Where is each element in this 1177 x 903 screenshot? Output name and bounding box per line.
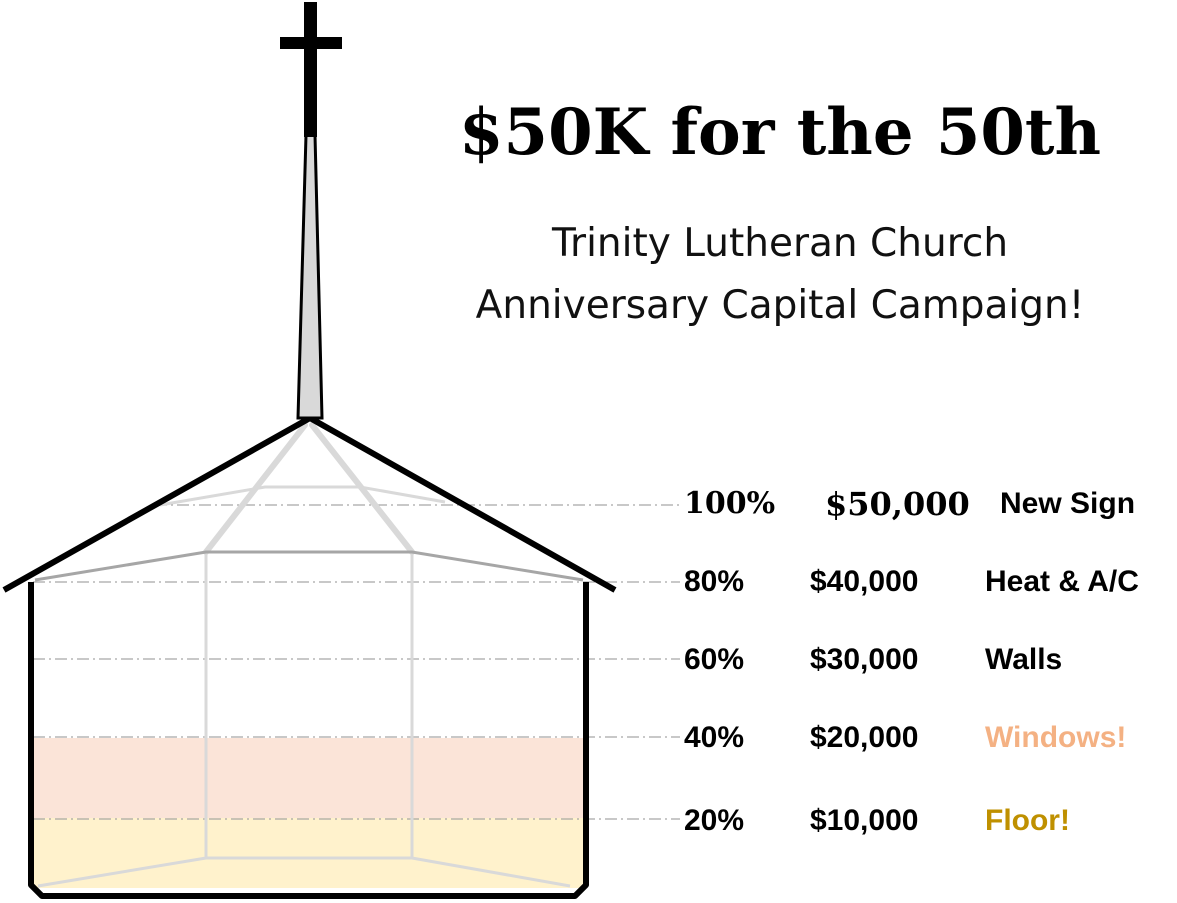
- milestone-percent: 60%: [684, 643, 745, 676]
- windows-fill: [33, 738, 586, 818]
- milestone-item: New Sign: [1000, 487, 1136, 520]
- milestone-amount: $40,000: [810, 565, 919, 598]
- milestone-amount: $10,000: [810, 804, 919, 837]
- roof-trusses: [203, 422, 415, 555]
- cross-horizontal: [280, 37, 342, 49]
- milestone-amount: $20,000: [810, 721, 919, 754]
- milestone-item: Heat & A/C: [985, 565, 1139, 598]
- milestone-amount: $30,000: [810, 643, 919, 676]
- milestone-60: 60% $30,000 Walls: [0, 640, 1177, 680]
- milestone-80: 80% $40,000 Heat & A/C: [0, 562, 1177, 602]
- milestone-40: 40% $20,000 Windows!: [0, 718, 1177, 758]
- milestone-20: 20% $10,000 Floor!: [0, 801, 1177, 841]
- milestone-percent: 40%: [684, 721, 745, 754]
- spire: [296, 133, 324, 420]
- milestone-item-windows: Windows!: [985, 721, 1127, 754]
- milestone-amount: $50,000: [825, 485, 970, 523]
- church-name: Trinity Lutheran Church: [551, 221, 1009, 266]
- milestone-percent: 80%: [684, 565, 745, 598]
- campaign-title: $50K for the 50th: [459, 95, 1101, 170]
- campaign-subtitle: Anniversary Capital Campaign!: [475, 283, 1085, 328]
- interior-frame: [37, 485, 571, 888]
- milestone-percent: 20%: [684, 804, 745, 837]
- milestone-guide-lines: [33, 504, 680, 820]
- ceiling-line: [34, 550, 584, 582]
- milestone-percent: 100%: [684, 486, 776, 521]
- milestone-item: Walls: [985, 643, 1063, 676]
- cross-vertical: [304, 2, 317, 137]
- floor-fill: [33, 818, 586, 888]
- milestone-100: 100% $50,000 New Sign: [0, 484, 1177, 524]
- milestone-item-floor: Floor!: [985, 804, 1070, 837]
